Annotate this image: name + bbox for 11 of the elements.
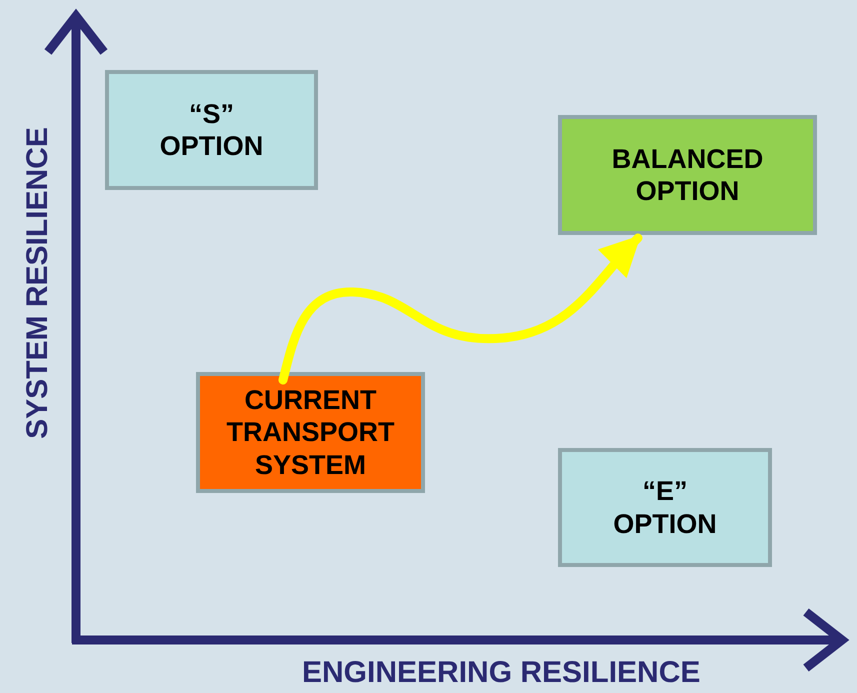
option-box	[558, 448, 772, 567]
box-label: “E” OPTION	[612, 475, 718, 540]
box-label: BALANCED OPTION	[610, 142, 764, 208]
box-label: CURRENT TRANSPORT SYSTEM	[226, 384, 396, 482]
option-box	[558, 115, 817, 235]
axis-title: SYSTEM RESILIENCE	[21, 127, 55, 439]
process-box	[196, 372, 425, 493]
axis-title: ENGINEERING RESILIENCE	[302, 656, 700, 690]
option-box	[105, 70, 318, 190]
arrow	[278, 234, 642, 384]
box-label: “S” OPTION	[158, 98, 264, 162]
